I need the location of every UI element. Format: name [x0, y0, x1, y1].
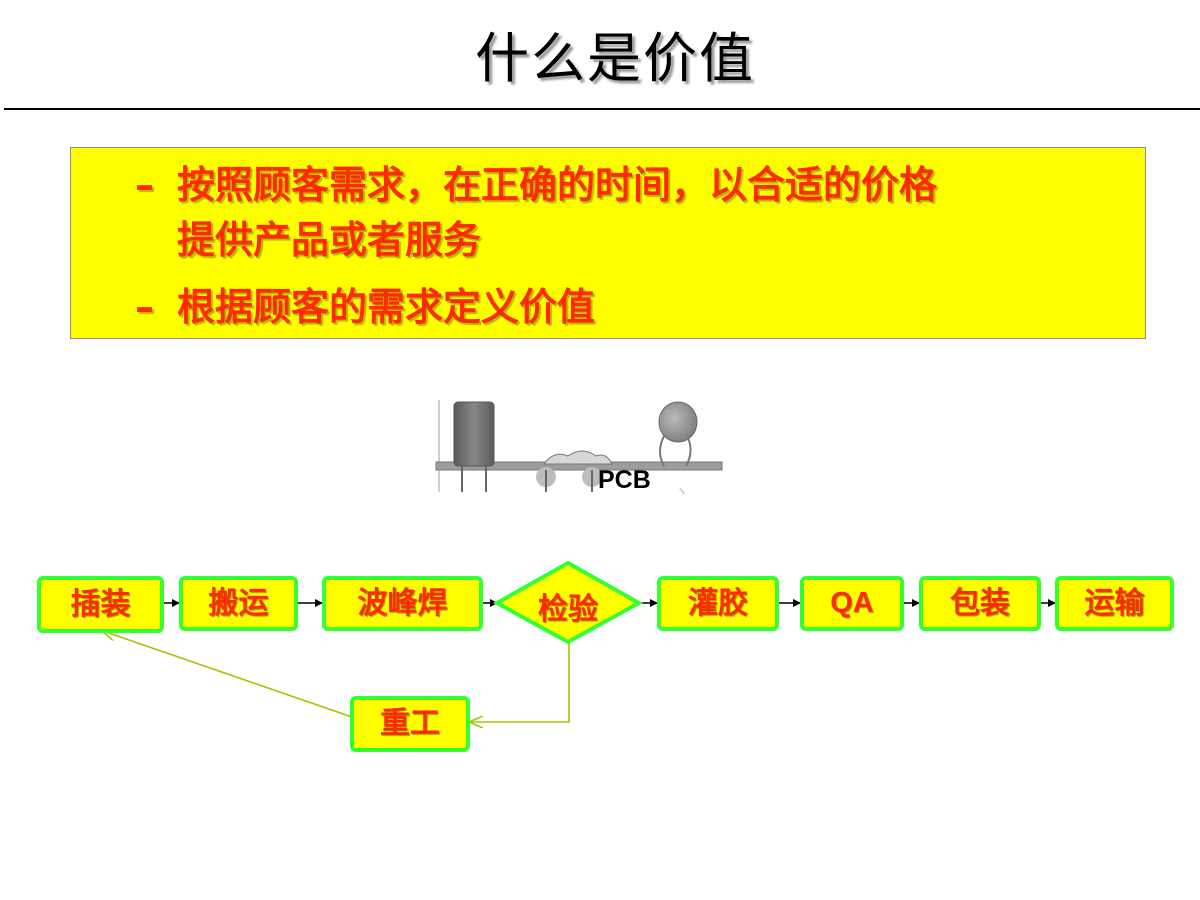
rework-label: 重工 [380, 706, 440, 741]
bullet-text: 根据顾客的需求定义价值 [177, 285, 596, 329]
title-divider [4, 108, 1200, 110]
pcb-illustration [435, 400, 723, 495]
step-qa-box: QA [800, 576, 904, 631]
slide-title: 什么是价值 [475, 27, 755, 90]
rework-box: 重工 [350, 696, 470, 752]
pcb-label: PCB [598, 466, 651, 494]
step-packing-box: 包装 [919, 576, 1041, 631]
value-definition-box: – 按照顾客需求，在正确的时间，以合适的价格 提供产品或者服务 – 根据顾客的需… [70, 147, 1146, 339]
step-transport-box: 搬运 [179, 576, 298, 631]
arrow-rework-to-insertion [103, 631, 353, 718]
inspection-decision-diamond [492, 560, 644, 645]
step-label: 波峰焊 [357, 585, 448, 621]
step-label: 包装 [950, 585, 1010, 621]
step-label: 插装 [70, 586, 131, 622]
step-potting-box: 灌胶 [657, 576, 779, 631]
step-label: 灌胶 [688, 585, 748, 621]
arrow-inspection-to-rework [470, 642, 570, 722]
step-wave-soldering-box: 波峰焊 [322, 576, 483, 631]
bullet-dash: – [135, 163, 154, 207]
disc-capacitor [658, 401, 698, 443]
step-label: 搬运 [208, 585, 269, 621]
step-shipping-box: 运输 [1055, 576, 1174, 631]
bullet-text: 按照顾客需求，在正确的时间，以合适的价格 提供产品或者服务 [177, 163, 938, 262]
bullet-dash: – [135, 285, 154, 329]
electrolytic-capacitor [453, 401, 495, 467]
step-label: QA [830, 587, 874, 619]
step-inspection-label: 检验 [538, 592, 598, 627]
solder-component [543, 450, 613, 465]
step-insertion-box: 插装 [37, 576, 164, 633]
step-label: 运输 [1084, 585, 1145, 621]
